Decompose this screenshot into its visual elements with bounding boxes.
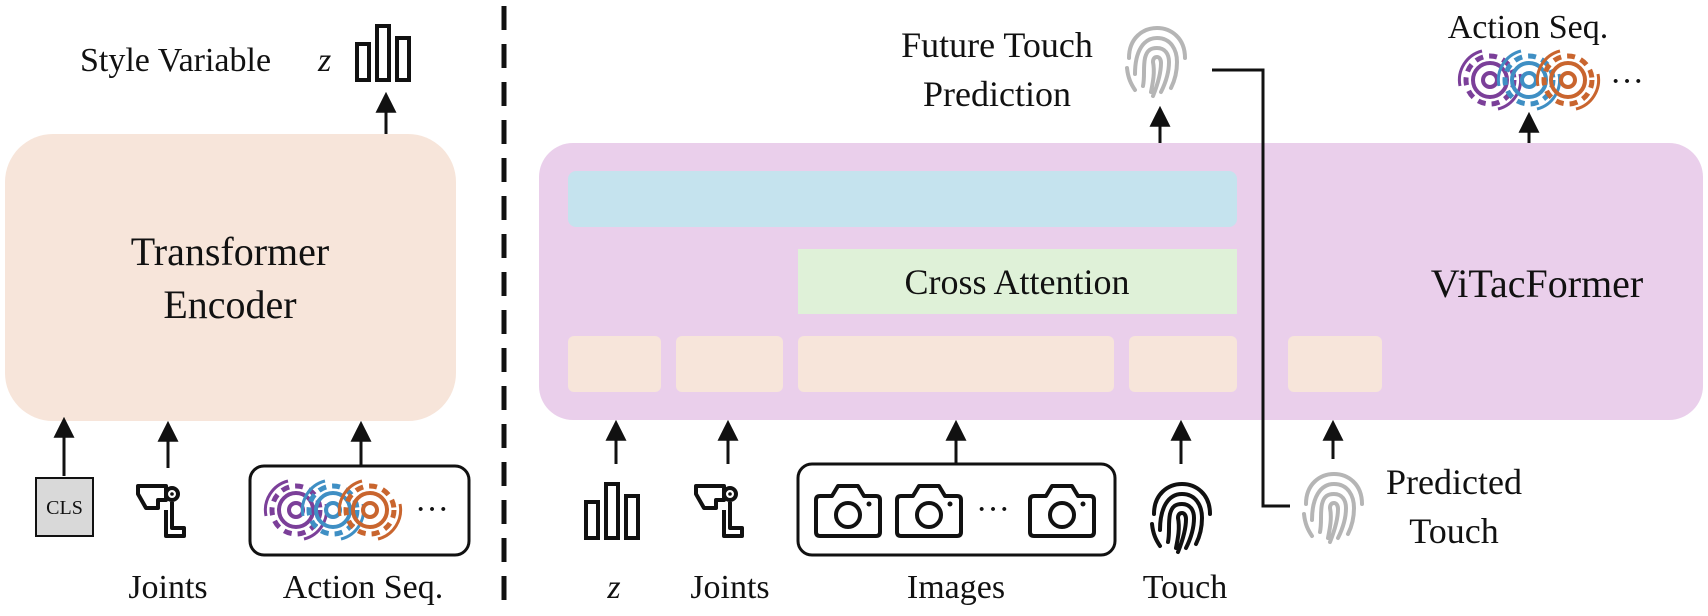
fingerprint-icon bbox=[1302, 472, 1364, 544]
predicted-touch-line1: Predicted bbox=[1386, 462, 1522, 502]
fingerprint-icon bbox=[1150, 482, 1212, 554]
bar-chart-icon bbox=[355, 24, 411, 82]
images-box bbox=[796, 462, 1117, 557]
camera-icon bbox=[814, 484, 882, 538]
action-seq-label-left: Action Seq. bbox=[283, 569, 444, 606]
camera-icon bbox=[1028, 484, 1096, 538]
bar-chart-icon bbox=[584, 482, 640, 540]
token-touch bbox=[1129, 336, 1237, 392]
joints-label-left: Joints bbox=[128, 569, 207, 606]
feedback-connector bbox=[1212, 68, 1290, 508]
token-predicted-touch bbox=[1288, 336, 1382, 392]
token-images bbox=[798, 336, 1114, 392]
token-z bbox=[568, 336, 661, 392]
cross-attention-box bbox=[798, 249, 1237, 314]
future-touch-line2: Prediction bbox=[923, 74, 1071, 114]
action-seq-label-output: Action Seq. bbox=[1448, 9, 1609, 46]
encoder-title-line2: Encoder bbox=[163, 282, 296, 327]
cls-label: CLS bbox=[46, 497, 83, 519]
transformer-encoder-box bbox=[5, 134, 456, 421]
robot-joint-icon bbox=[694, 484, 744, 538]
images-label: Images bbox=[907, 569, 1005, 606]
ellipsis-left: ··· bbox=[415, 491, 449, 528]
robot-joint-icon bbox=[136, 484, 186, 538]
style-variable-z: z bbox=[317, 42, 331, 79]
ellipsis-output: ··· bbox=[1610, 63, 1644, 100]
z-label: z bbox=[606, 569, 620, 606]
cross-attention-label: Cross Attention bbox=[904, 262, 1129, 302]
encoder-title-line1: Transformer bbox=[131, 229, 330, 274]
predicted-touch-line2: Touch bbox=[1409, 511, 1498, 551]
style-variable-label: Style Variable bbox=[80, 42, 271, 79]
ellipsis-images: ··· bbox=[976, 491, 1010, 528]
cls-token bbox=[35, 477, 94, 537]
vitacformer-label: ViTacFormer bbox=[1431, 261, 1644, 306]
decoder-bar bbox=[568, 171, 1237, 227]
future-touch-line1: Future Touch bbox=[901, 25, 1093, 65]
token-joints bbox=[676, 336, 783, 392]
fingerprint-icon bbox=[1125, 26, 1187, 98]
action-seq-box-left bbox=[248, 464, 471, 557]
joints-label-right: Joints bbox=[690, 569, 769, 606]
camera-icon bbox=[895, 484, 963, 538]
touch-label: Touch bbox=[1143, 569, 1228, 606]
